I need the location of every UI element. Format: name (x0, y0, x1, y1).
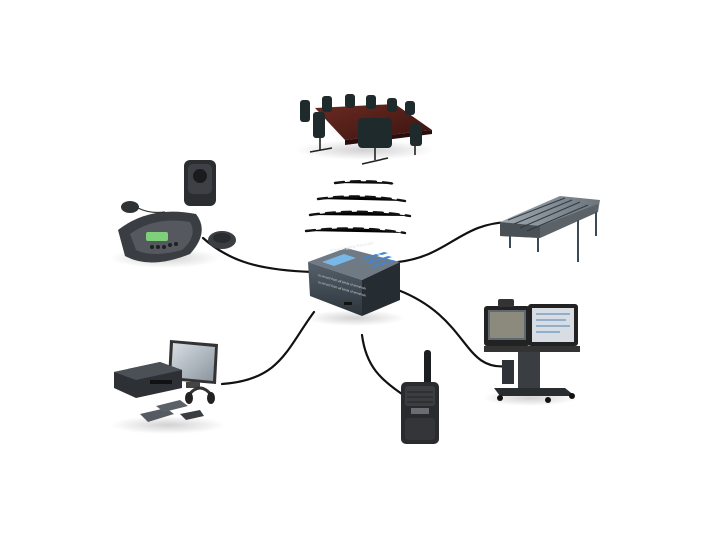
walkie-talkie-icon (401, 350, 439, 444)
cable-video-conference (396, 288, 510, 368)
cable-pc-recorder (220, 310, 316, 386)
mixing-console-icon (500, 196, 600, 262)
conference-table-icon (295, 94, 435, 165)
wireless-signal-icon (304, 180, 412, 235)
conference-speakerphone-icon (110, 160, 236, 268)
computer-station-icon (110, 340, 226, 434)
video-conference-cart-icon (482, 299, 580, 406)
cables (201, 220, 514, 400)
cable-two-way-radio (360, 333, 410, 400)
voice-logging-recorder: Voice Logging Recorder to record from al… (305, 240, 405, 326)
cable-audio-mixer (396, 220, 514, 264)
